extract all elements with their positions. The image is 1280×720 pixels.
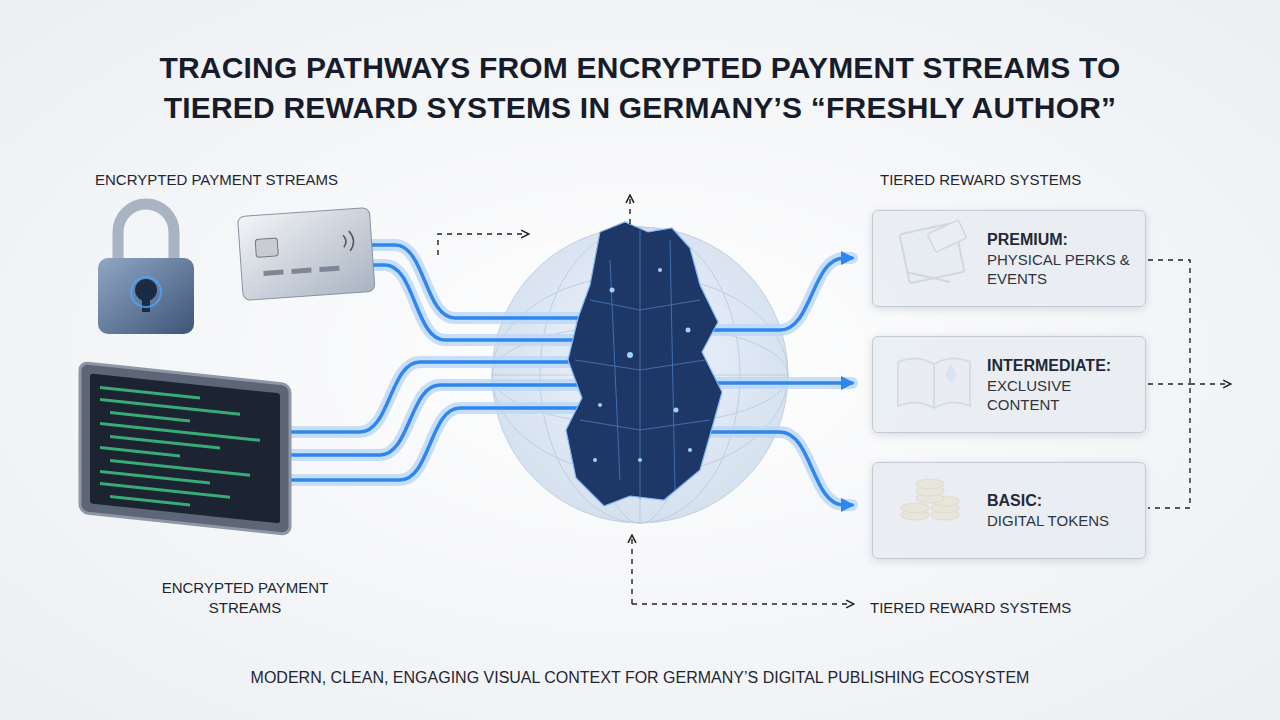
tier-heading: INTERMEDIATE: (987, 356, 1135, 376)
tier-text: BASIC:DIGITAL TOKENS (987, 491, 1135, 530)
reward-tier-box: BASIC:DIGITAL TOKENS (872, 462, 1146, 559)
tier-description: DIGITAL TOKENS (987, 511, 1135, 530)
section-label: TIERED REWARD SYSTEMS (870, 598, 1130, 618)
diagram-caption: MODERN, CLEAN, ENGAGING VISUAL CONTEXT F… (120, 668, 1160, 688)
section-label: TIERED REWARD SYSTEMS (880, 170, 1140, 190)
section-label: ENCRYPTED PAYMENT STREAMS (150, 578, 340, 618)
reward-tier-box: PREMIUM:PHYSICAL PERKS & EVENTS (872, 210, 1146, 307)
tier-heading: BASIC: (987, 491, 1135, 511)
tier-text: INTERMEDIATE:EXCLUSIVE CONTENT (987, 356, 1135, 414)
reward-tier-box: INTERMEDIATE:EXCLUSIVE CONTENT (872, 336, 1146, 433)
tier-text: PREMIUM:PHYSICAL PERKS & EVENTS (987, 230, 1135, 288)
tier-description: EXCLUSIVE CONTENT (987, 376, 1135, 414)
tier-description: PHYSICAL PERKS & EVENTS (987, 250, 1135, 288)
section-label: ENCRYPTED PAYMENT STREAMS (95, 170, 395, 190)
diagram-title: TRACING PATHWAYS FROM ENCRYPTED PAYMENT … (100, 48, 1180, 128)
tier-heading: PREMIUM: (987, 230, 1135, 250)
